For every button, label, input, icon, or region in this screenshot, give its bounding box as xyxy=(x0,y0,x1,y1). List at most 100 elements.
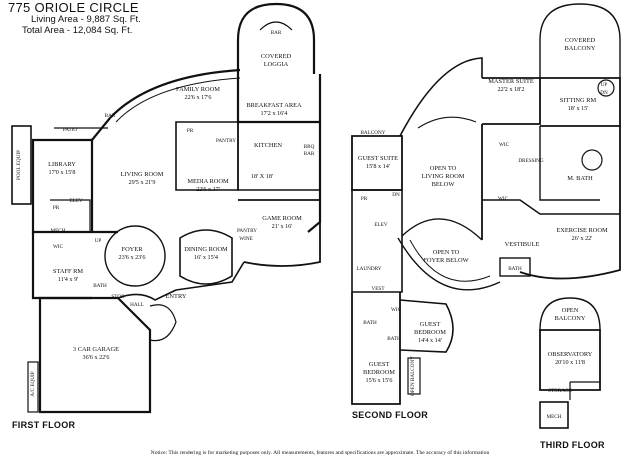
open-balcony-side-label: OPEN BALCONY xyxy=(410,356,416,396)
media-room-label: MEDIA ROOM xyxy=(187,178,229,185)
ac-equip-label: A/C EQUIP xyxy=(30,371,36,396)
bbq-label: BBQ xyxy=(304,144,315,150)
mech-box xyxy=(539,401,569,429)
foyer-dim: 23'6 x 23'6 xyxy=(119,254,146,261)
central-block-wall xyxy=(91,117,118,234)
breakfast-label: BREAKFAST AREA xyxy=(246,102,302,109)
living-area-text: Living Area - 9,887 Sq. Ft. xyxy=(31,14,141,25)
pantry2-label: PANTRY xyxy=(237,228,257,234)
west-service-wall xyxy=(50,199,91,232)
second-floor-balcony-curve xyxy=(417,116,477,129)
kitchen-dim: 18' X 18' xyxy=(251,173,273,180)
sitting-rm-dim: 18' x 15' xyxy=(568,105,589,112)
garage-label: 3 CAR GARAGE xyxy=(73,346,119,353)
entry-wall xyxy=(117,289,177,301)
south-facade xyxy=(175,261,245,291)
exercise-dim: 26' x 22' xyxy=(572,235,593,242)
balcony-label: BALCONY xyxy=(360,130,385,136)
disclaimer-notice: Notice: This rendering is for marketing … xyxy=(150,450,490,456)
covered-balcony-curve xyxy=(539,3,621,78)
wine-label: WINE xyxy=(239,236,253,242)
open-balcony-label-2: BALCONY xyxy=(555,315,586,322)
property-title: 775 ORIOLE CIRCLE xyxy=(8,0,139,15)
exercise-label: EXERCISE ROOM xyxy=(556,227,608,234)
bath-box xyxy=(499,257,531,277)
garage-wall xyxy=(38,296,152,414)
up2-label: UP xyxy=(601,82,608,88)
gallery-arc-inner xyxy=(409,239,491,282)
second-floor-curve xyxy=(399,57,483,137)
game-room-dim: 21' x 16' xyxy=(272,223,293,230)
open-foyer-label-2: FOYER BELOW xyxy=(423,257,469,264)
staff-rm-label: STAFF RM xyxy=(53,268,84,275)
bath3-label: BATH xyxy=(363,320,377,326)
observatory-label: OBSERVATORY xyxy=(548,351,593,358)
vestibule-label: VESTIBULE xyxy=(505,241,540,248)
master-suite-dim: 22'2 x 18'2 xyxy=(498,86,525,93)
second-floor-label: SECOND FLOOR xyxy=(352,410,429,420)
west-service-core xyxy=(351,189,403,293)
exercise-wall xyxy=(482,199,620,215)
covered-loggia-label-2: LOGGIA xyxy=(264,61,289,68)
guest-bedroom-b-dim: 15'6 x 15'6 xyxy=(366,377,393,384)
guest-bedroom-b-label: GUEST xyxy=(369,361,390,368)
sitting-room-wall xyxy=(540,77,621,127)
pantry-label: PANTRY xyxy=(216,138,236,144)
bath2-label: BATH xyxy=(508,266,522,272)
open-balcony-side xyxy=(407,357,421,395)
dn2-label: DN xyxy=(600,90,608,96)
room-labels: BAR COVERED LOGGIA FAMILY ROOM 22'6 x 17… xyxy=(16,30,608,420)
guest-bedroom-label-2: BEDROOM xyxy=(414,329,446,336)
family-room-dim: 22'6 x 17'6 xyxy=(185,94,212,101)
bar-counter xyxy=(259,21,293,31)
up-label: UP xyxy=(95,238,102,244)
guest-bedroom-dim: 14'4 x 14' xyxy=(418,337,442,344)
covered-balcony-label-2: BALCONY xyxy=(565,45,596,52)
pr2-label: PR xyxy=(53,205,60,211)
stor-label: STOR xyxy=(111,294,125,300)
wic2-label: WIC xyxy=(499,142,510,148)
bar-label: BAR xyxy=(105,113,116,119)
breakfast-dim: 17'2 x 16'4 xyxy=(261,110,288,117)
dining-room-wall xyxy=(179,229,233,285)
family-room-wall-inner xyxy=(115,77,241,123)
game-room-label: GAME ROOM xyxy=(262,215,302,222)
wic-label: WIC xyxy=(53,244,64,250)
bath-label: BATH xyxy=(93,283,107,289)
garage-dim: 36'6 x 22'6 xyxy=(83,354,110,361)
guest-suite-label: GUEST SUITE xyxy=(358,155,398,162)
guest-bedroom-wall xyxy=(399,299,454,353)
open-living-label-2: LIVING ROOM xyxy=(422,173,465,180)
wic3-label: WIC xyxy=(498,196,509,202)
master-suite-wall xyxy=(482,77,541,125)
dining-dim: 16' x 15'4 xyxy=(194,254,218,261)
bar-top-label: BAR xyxy=(271,30,282,36)
laundry-label: LAUNDRY xyxy=(356,266,381,272)
dressing-label: DRESSING xyxy=(518,158,544,164)
library-label: LIBRARY xyxy=(48,161,76,168)
dn-label: DN xyxy=(392,192,400,198)
pool-equip-box xyxy=(11,125,32,205)
mech-label: MECH xyxy=(51,228,66,234)
sitting-bay xyxy=(597,79,615,97)
gallery-arc xyxy=(401,218,483,241)
kitchen-wall xyxy=(237,122,320,191)
foyer-circle xyxy=(104,225,166,287)
open-foyer-label: OPEN TO xyxy=(433,249,460,256)
patio-label: PATIO xyxy=(63,127,77,133)
observatory-dim: 20'10 x 11'8 xyxy=(555,359,585,366)
game-room-wall xyxy=(238,199,321,267)
library-dim: 17'0 x 15'8 xyxy=(49,169,76,176)
third-floor-label: THIRD FLOOR xyxy=(540,440,605,450)
open-living-label-3: BELOW xyxy=(432,181,456,188)
open-balcony-label: OPEN xyxy=(562,307,579,314)
storage-label: STORAGE xyxy=(548,388,572,394)
breakfast-wall xyxy=(236,74,322,124)
mech2-label: MECH xyxy=(547,414,562,420)
dining-label: DINING ROOM xyxy=(184,246,228,253)
south-bedroom-wall xyxy=(351,292,401,405)
m-bath-tub xyxy=(581,149,603,171)
elev2-label: ELEV xyxy=(374,222,388,228)
vest-label: VEST xyxy=(372,286,386,292)
pr3-label: PR xyxy=(361,196,368,202)
